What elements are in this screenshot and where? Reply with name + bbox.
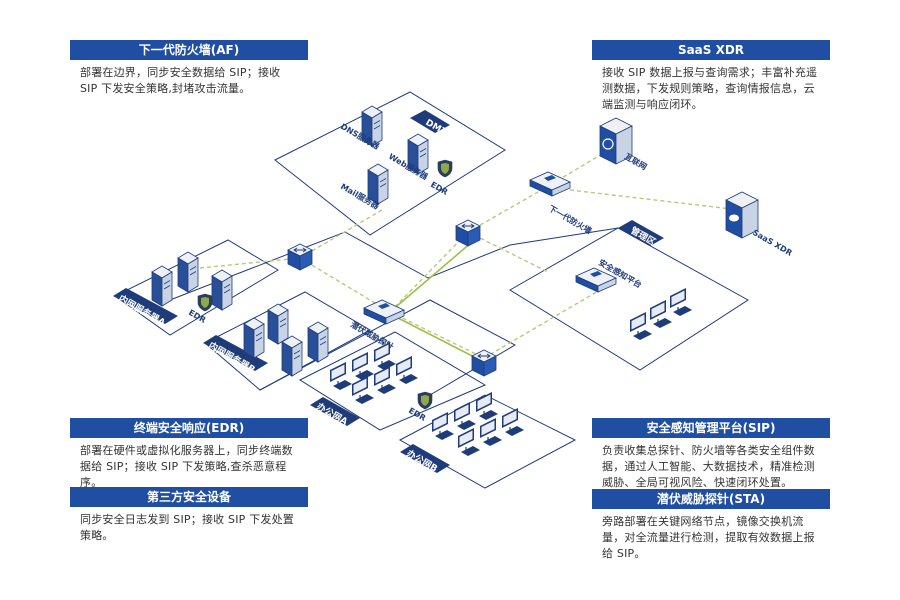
solid-green-links	[389, 241, 485, 363]
server-a-icon	[177, 251, 199, 293]
edr-shield-office-icon	[417, 391, 433, 410]
af-card: 下一代防火墙(AF) 部署在边界，同步安全数据给 SIP；接收 SIP 下发安全…	[70, 40, 308, 103]
sip-card-title: 安全感知管理平台(SIP)	[592, 418, 830, 438]
office-b-pc-icon	[457, 427, 481, 457]
sta-card: 潜伏威胁探针(STA) 旁路部署在关键网络节点，镜像交换机流量，对全流量进行检测…	[592, 489, 830, 568]
edr-card-body: 部署在硬件或虚拟化服务器上，同步终端数据给 SIP；接收 SIP 下发策略,查杀…	[80, 444, 293, 489]
server-b-icon	[243, 317, 265, 359]
af-card-title: 下一代防火墙(AF)	[70, 40, 308, 60]
third-party-card-body: 同步安全日志发到 SIP；接收 SIP 下发处置策略。	[80, 513, 295, 542]
af-card-body: 部署在边界，同步安全数据给 SIP；接收 SIP 下发安全策略,封堵攻击流量。	[80, 66, 281, 95]
core-switch-icon	[455, 219, 481, 247]
firewall-label: 下一代防火墙	[547, 203, 594, 236]
edr-card: 终端安全响应(EDR) 部署在硬件或虚拟化服务器上，同步终端数据给 SIP；接收…	[70, 418, 308, 497]
third-party-card: 第三方安全设备 同步安全日志发到 SIP；接收 SIP 下发处置策略。	[70, 487, 308, 550]
internet-icon	[599, 117, 633, 165]
server-switch-icon	[287, 243, 313, 271]
edr-shield-server-icon	[197, 293, 213, 312]
edr-dmz-label: EDR	[429, 180, 449, 197]
office-b-pc-icon	[479, 417, 503, 447]
dmz-zone-outline	[274, 91, 506, 236]
office-a-pc-icon	[395, 355, 419, 385]
core-backbone	[169, 227, 619, 301]
server-b-icon	[281, 335, 303, 377]
mgmt-zone-outline	[509, 227, 749, 371]
office-b-pc-icon	[453, 401, 477, 431]
xdr-card-body: 接收 SIP 数据上报与查询需求；丰富补充遥测数据，下发规则策略，查询情报信息，…	[602, 66, 818, 111]
edr-shield-dmz-icon	[437, 159, 453, 178]
internet-label: 互联网	[623, 151, 649, 172]
xdr-card: SaaS XDR 接收 SIP 数据上报与查询需求；丰富补充遥测数据，下发规则策…	[592, 40, 830, 119]
office-a-pc-icon	[351, 351, 375, 381]
saas-xdr-label: SaaS XDR	[751, 228, 794, 258]
server-b-icon	[307, 321, 329, 363]
office-a-pc-icon	[329, 361, 353, 391]
saas-xdr-cloud-icon	[725, 191, 759, 239]
sta-card-title: 潜伏威胁探针(STA)	[592, 489, 830, 509]
mgmt-pc-icon	[629, 311, 653, 341]
office-a-pc-icon	[373, 365, 397, 395]
office-switch-icon	[471, 349, 497, 377]
office-b-pc-icon	[431, 411, 455, 441]
mgmt-pc-icon	[669, 287, 693, 317]
sip-card-body: 负责收集总探针、防火墙等各类安全组件数据，通过人工智能、大数据技术，精准检测威胁…	[602, 444, 815, 489]
edr-card-title: 终端安全响应(EDR)	[70, 418, 308, 438]
sip-card: 安全感知管理平台(SIP) 负责收集总探针、防火墙等各类安全组件数据，通过人工智…	[592, 418, 830, 497]
sta-card-body: 旁路部署在关键网络节点，镜像交换机流量，对全流量进行检测，提取有效数据上报给 S…	[602, 515, 815, 560]
office-b-pc-icon	[475, 391, 499, 421]
mgmt-pc-icon	[649, 299, 673, 329]
office-b-pc-icon	[501, 407, 525, 437]
office-a-pc-icon	[351, 375, 375, 405]
server-a-icon	[151, 265, 173, 307]
office-a-zone-outline	[298, 331, 487, 431]
third-party-card-title: 第三方安全设备	[70, 487, 308, 507]
xdr-card-title: SaaS XDR	[592, 40, 830, 60]
sta-probe-icon	[363, 299, 405, 325]
server-a-icon	[211, 269, 233, 311]
server-b-icon	[267, 303, 289, 345]
